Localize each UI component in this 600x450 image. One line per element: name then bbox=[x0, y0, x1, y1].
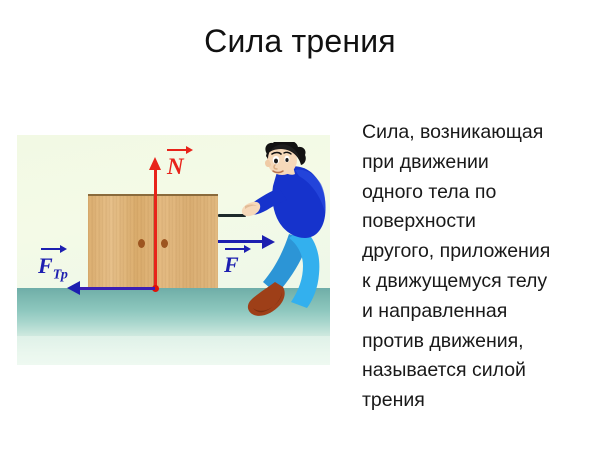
vector-arrow-icon bbox=[225, 244, 251, 253]
friction-diagram: N F FТр bbox=[17, 135, 330, 365]
applied-force-label-text: F bbox=[224, 252, 239, 277]
friction-force-arrow-shaft bbox=[79, 286, 155, 290]
friction-force-label-subscript: Тр bbox=[52, 267, 68, 283]
normal-force-arrow-shaft bbox=[154, 166, 157, 289]
vector-arrow-icon bbox=[41, 244, 67, 253]
friction-force-label-base: F bbox=[38, 253, 53, 278]
wooden-crate bbox=[88, 194, 218, 290]
page-title: Сила трения bbox=[204, 23, 396, 59]
pull-rod bbox=[218, 214, 246, 217]
crate-knot-right bbox=[161, 239, 168, 248]
force-origin-dot bbox=[151, 285, 159, 292]
normal-force-label-text: N bbox=[167, 154, 184, 179]
crate-knot-left bbox=[138, 239, 145, 248]
friction-force-label: FТр bbox=[38, 244, 68, 286]
applied-force-label: F bbox=[224, 244, 251, 277]
vector-arrow-icon bbox=[167, 145, 193, 154]
applied-force-arrow-head bbox=[262, 234, 275, 249]
friction-force-arrow-head bbox=[67, 281, 80, 295]
person-pulling-figure bbox=[241, 142, 326, 316]
definition-paragraph: Сила, возникающая при движении одного те… bbox=[362, 121, 551, 412]
crate-seam bbox=[153, 196, 155, 290]
normal-force-arrow-head bbox=[149, 157, 161, 170]
normal-force-label: N bbox=[167, 145, 193, 179]
applied-force-arrow-shaft bbox=[218, 240, 264, 243]
ground-foreground-fade bbox=[17, 336, 330, 365]
